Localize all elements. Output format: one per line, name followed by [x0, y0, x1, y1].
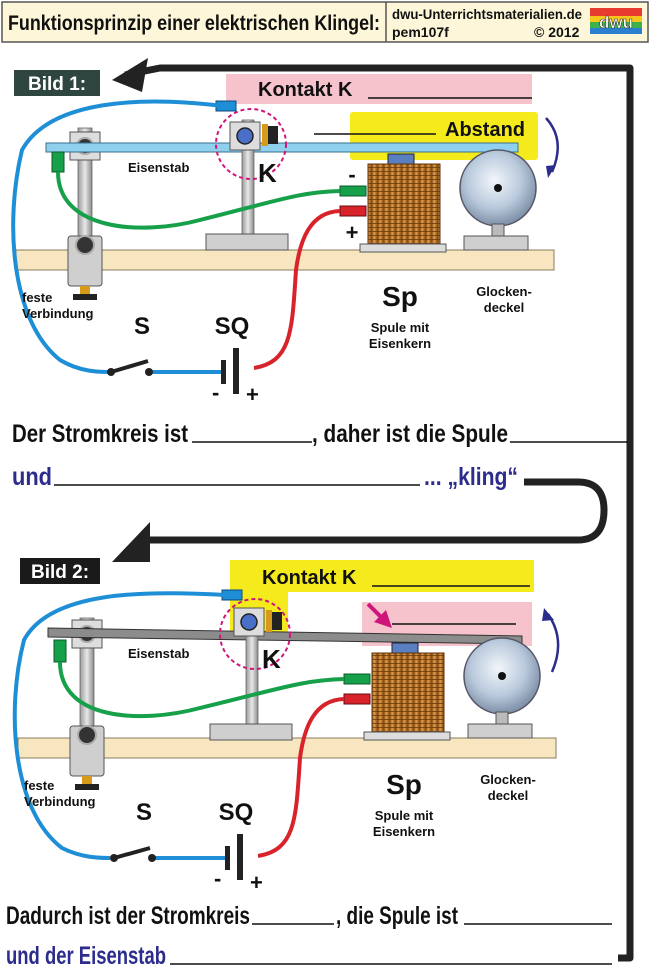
- svg-text:Glocken-: Glocken-: [480, 772, 536, 787]
- switch: [110, 359, 149, 374]
- sentence-2: Dadurch ist der Stromkreis , die Spule i…: [6, 902, 612, 970]
- s-label-2: S: [136, 799, 152, 826]
- k-label-2: K: [262, 644, 281, 674]
- contact-screw: [236, 127, 254, 145]
- contact-circle-2: [219, 598, 291, 670]
- svg-text:Eisenkern: Eisenkern: [373, 824, 435, 839]
- svg-text:und: und: [12, 463, 52, 491]
- contact-stand-base: [205, 233, 289, 251]
- spule-label-1: Spule mit: [371, 320, 430, 335]
- document-code: pem107f: [392, 24, 449, 40]
- page-title: Funktionsprinzip einer elektrischen Klin…: [8, 12, 380, 35]
- spule-label-2: Eisenkern: [369, 336, 431, 351]
- dwu-logo: dwu: [590, 8, 642, 34]
- svg-text:-: -: [212, 380, 219, 405]
- sentence-1: Der Stromkreis ist , daher ist die Spule…: [12, 420, 628, 491]
- k-label: K: [258, 158, 277, 188]
- glocken-label-1: Glocken-: [476, 284, 532, 299]
- header-bar: [1, 1, 649, 43]
- sq-label: SQ: [215, 313, 250, 340]
- svg-text:deckel: deckel: [488, 788, 528, 803]
- sq-label-2: SQ: [219, 799, 254, 826]
- bild-1: Bild 1: Kontakt K Abstand Eisenstab: [11, 70, 559, 407]
- blue-wire: [11, 99, 223, 374]
- flow-arrow-middle: [150, 478, 608, 544]
- battery: [221, 360, 226, 384]
- s-label: S: [134, 313, 150, 340]
- svg-text:+: +: [346, 220, 359, 245]
- sp-label-2: Sp: [386, 769, 422, 800]
- coil-2: [371, 652, 445, 740]
- abstand-label: Abstand: [445, 119, 525, 141]
- glocken-label-2: deckel: [484, 300, 524, 315]
- green-wire: [56, 171, 341, 230]
- eisenstab-label-2: Eisenstab: [128, 646, 189, 661]
- kontakt-box: [226, 74, 532, 104]
- svg-text:Spule mit: Spule mit: [375, 808, 434, 823]
- copyright: © 2012: [534, 24, 580, 40]
- arrow-head-top: [112, 58, 148, 92]
- svg-text:+: +: [246, 382, 259, 407]
- svg-text:, die Spule ist: , die Spule ist: [336, 902, 459, 930]
- bild-1-label-box: [14, 70, 100, 96]
- svg-text:-: -: [348, 162, 355, 187]
- eisenstab-label: Eisenstab: [128, 160, 189, 175]
- svg-text:-: -: [214, 866, 221, 891]
- svg-text:, daher ist die Spule: , daher ist die Spule: [312, 420, 508, 448]
- kontakt-label-2: Kontakt K: [262, 567, 357, 589]
- arrow-head-middle: [112, 522, 150, 562]
- svg-text:feste: feste: [24, 778, 54, 793]
- svg-text:Dadurch ist der Stromkreis: Dadurch ist der Stromkreis: [6, 902, 250, 930]
- svg-text:Verbindung: Verbindung: [24, 794, 96, 809]
- contact-circle: [215, 108, 287, 180]
- site-name: dwu-Unterrichtsmaterialien.de: [392, 6, 582, 22]
- eisenstab-rod: [45, 142, 519, 153]
- sp-label: Sp: [382, 281, 418, 312]
- red-wire: [253, 209, 341, 370]
- bild-2-label-box: [20, 558, 100, 584]
- svg-text:... „kling“: ... „kling“: [424, 463, 518, 491]
- kontakt-label: Kontakt K: [258, 79, 353, 101]
- bild-2: Bild 2: Kontakt K Eisenstab: [12, 558, 560, 895]
- svg-text:dwu: dwu: [599, 13, 633, 32]
- verbindung-label: Verbindung: [22, 306, 94, 321]
- flow-arrow-frame: [124, 64, 634, 962]
- svg-text:und der Eisenstab: und der Eisenstab: [6, 942, 166, 970]
- feste-label: feste: [22, 290, 52, 305]
- svg-text:Der Stromkreis ist: Der Stromkreis ist: [12, 420, 189, 448]
- bild-2-label: Bild 2:: [31, 562, 89, 583]
- bild-1-label: Bild 1:: [28, 74, 86, 95]
- coil: [367, 163, 441, 251]
- svg-text:+: +: [250, 870, 263, 895]
